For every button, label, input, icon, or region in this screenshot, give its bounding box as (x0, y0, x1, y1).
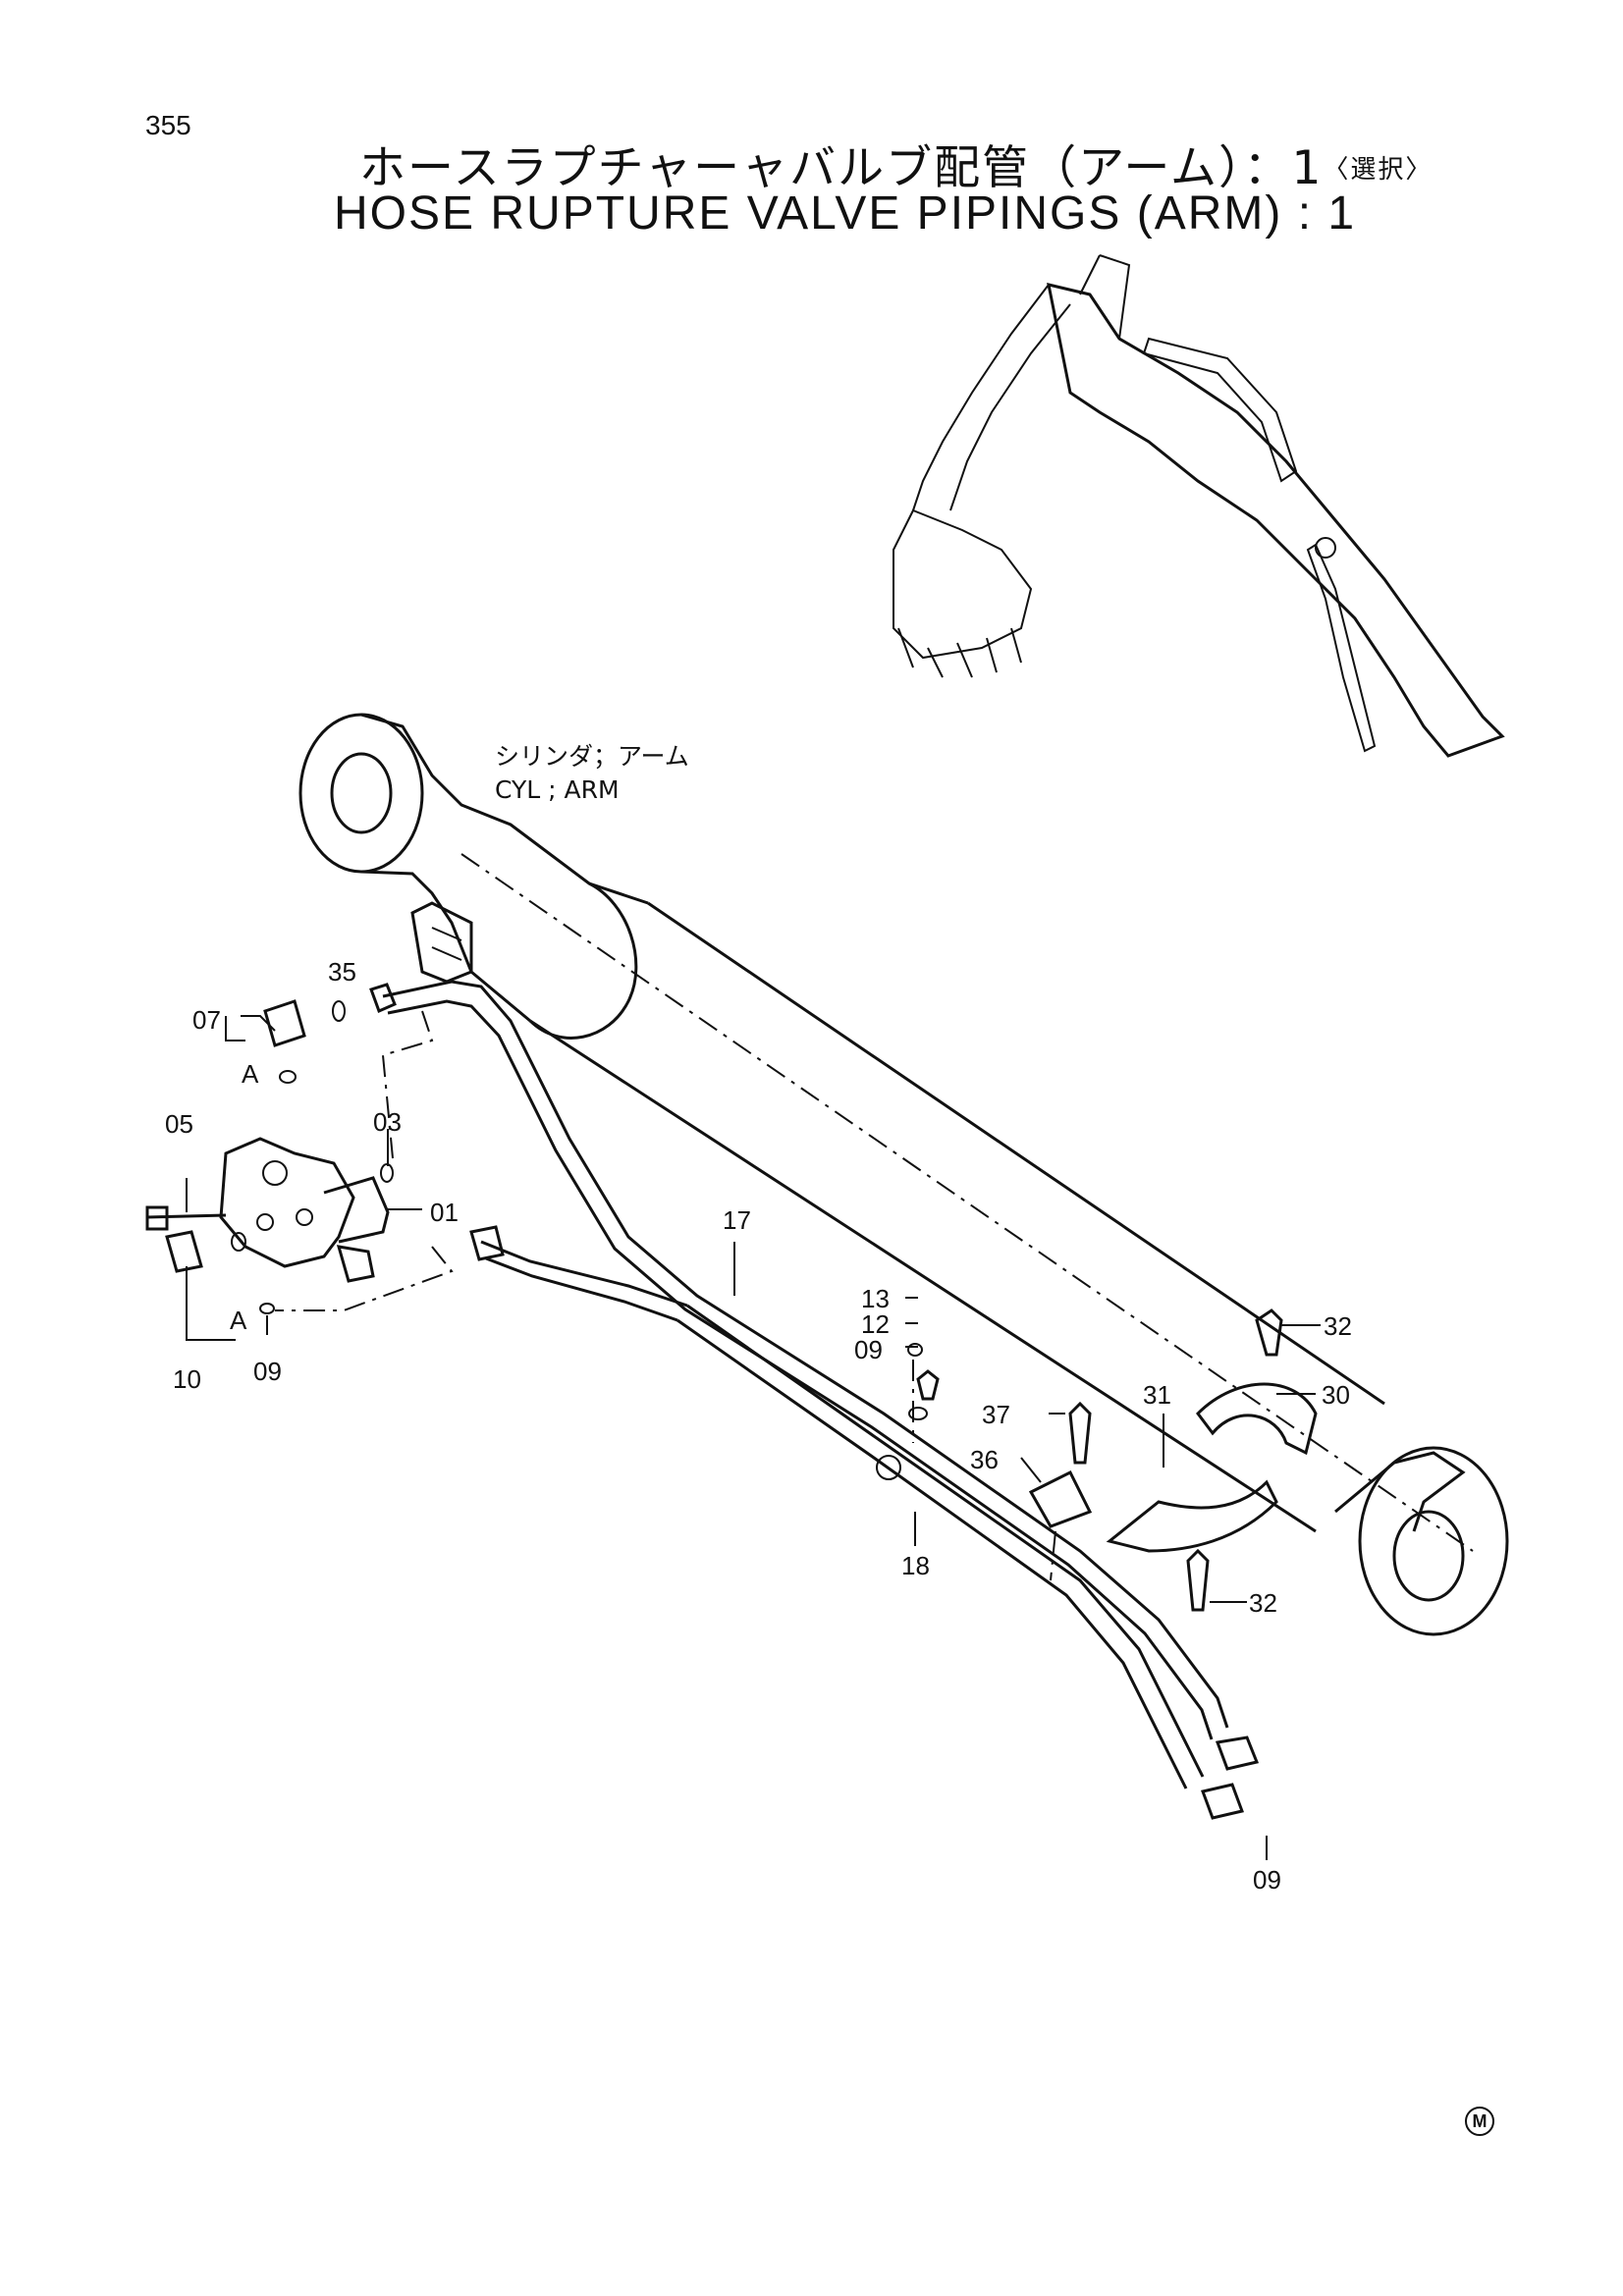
pipe-illustration (382, 980, 1260, 1820)
callout-a-upper: A (242, 1059, 259, 1089)
cylinder-label-en: CYL ; ARM (495, 775, 620, 804)
page-number: 355 (145, 110, 191, 140)
callout-36: 36 (970, 1445, 999, 1474)
maker-mark-icon: M (1465, 2107, 1494, 2136)
arm-cylinder-illustration (298, 713, 1509, 1636)
title-japanese: ホースラプチャーャバルブ配管（アーム）：1〈選択〉 (359, 130, 1433, 197)
callout-32-upper: 32 (1324, 1311, 1352, 1341)
callout-09-end: 09 (1253, 1865, 1281, 1895)
callout-31: 31 (1143, 1380, 1171, 1410)
callout-01: 01 (430, 1198, 459, 1227)
hose-rupture-valve-illustration (145, 983, 397, 1314)
callout-35: 35 (328, 957, 356, 987)
callout-18: 18 (901, 1551, 930, 1580)
clamp-illustration (907, 1308, 1318, 1612)
callout-37: 37 (982, 1400, 1010, 1429)
callout-13: 13 (861, 1284, 890, 1313)
callout-a-lower: A (230, 1306, 247, 1335)
title-japanese-text: ホースラプチャーャバルブ配管（アーム）：1 (359, 141, 1324, 195)
title-english: HOSE RUPTURE VALVE PIPINGS (ARM) : 1 (334, 187, 1357, 240)
callout-09-valve: 09 (253, 1357, 282, 1386)
cylinder-label: シリンダ；アーム CYL ; ARM (495, 740, 689, 807)
title-option-text: 〈選択〉 (1323, 155, 1434, 185)
callout-32-lower: 32 (1249, 1588, 1277, 1618)
callout-17: 17 (723, 1205, 751, 1235)
cylinder-label-jp: シリンダ；アーム (495, 742, 689, 771)
callout-07: 07 (192, 1005, 221, 1035)
callout-09-pipe: 09 (854, 1335, 883, 1364)
callout-30: 30 (1322, 1380, 1350, 1410)
callout-12: 12 (861, 1309, 890, 1339)
callout-03: 03 (373, 1107, 402, 1137)
excavator-overview-illustration (893, 254, 1505, 758)
leader-lines (186, 1010, 1321, 1860)
callout-10: 10 (173, 1364, 201, 1394)
callout-05: 05 (165, 1109, 193, 1139)
